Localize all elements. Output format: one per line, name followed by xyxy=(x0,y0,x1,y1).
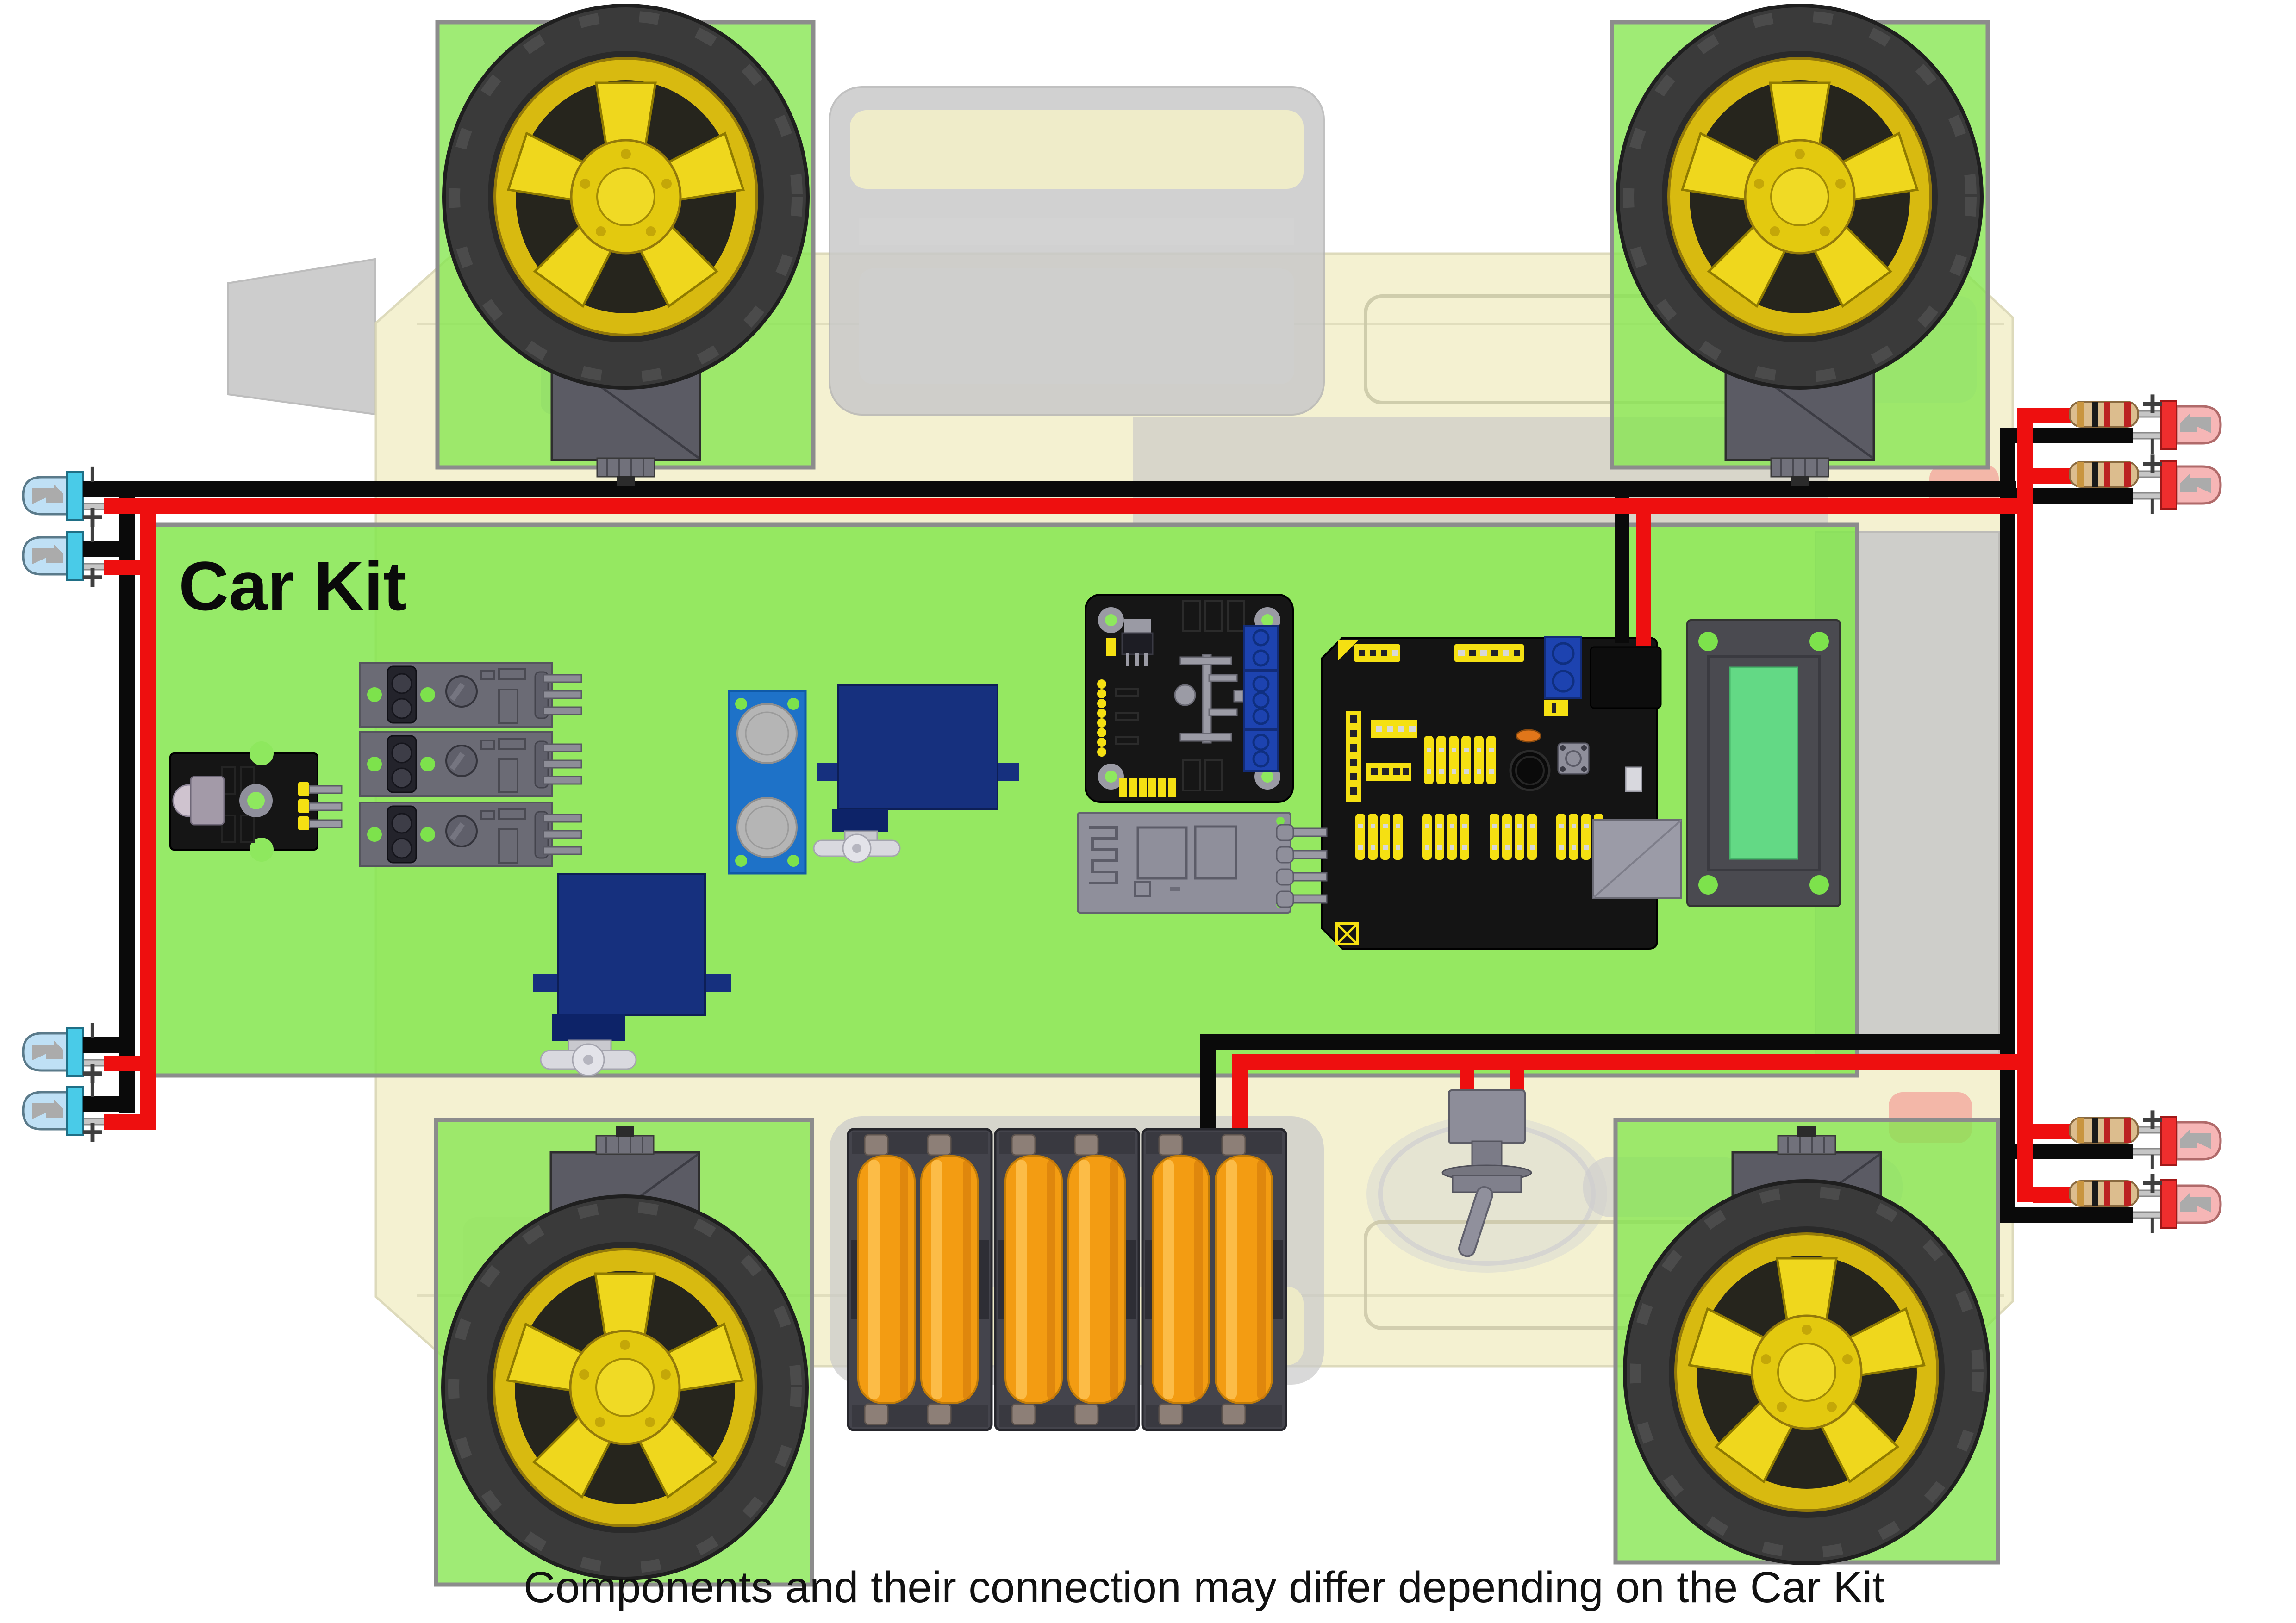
wire-black-battery xyxy=(1200,1041,1216,1138)
line-tracking-sensor-2 xyxy=(359,731,582,797)
page-title: Car Kit xyxy=(179,547,406,625)
bluetooth-module xyxy=(1077,812,1328,914)
plus-label: + xyxy=(82,557,104,598)
wire-black-bottom-bus xyxy=(1200,1034,2015,1050)
line-tracking-sensor-1 xyxy=(359,662,582,728)
switch-lever-icon xyxy=(1458,1186,1494,1257)
wire-red-top-bus xyxy=(104,498,2033,514)
battery-holder-3 xyxy=(1142,1129,1286,1430)
driver-bottom-pin-header xyxy=(1119,778,1176,797)
minus-label: − xyxy=(2136,1217,2169,1234)
heatsink-icon xyxy=(1174,654,1244,744)
plus-label: + xyxy=(2142,1099,2164,1140)
minus-label: − xyxy=(76,1081,109,1098)
wire-black-top-bus xyxy=(83,481,2016,497)
wire-black-right-vertical xyxy=(2000,428,2015,1223)
arduino-terminal-block xyxy=(1544,636,1582,699)
resistor-rear-2 xyxy=(2069,1180,2139,1207)
motor-driver-board xyxy=(1085,594,1294,803)
driver-left-pin-header xyxy=(1097,679,1106,757)
battery-holder-2 xyxy=(995,1129,1139,1430)
plus-label: + xyxy=(82,497,104,538)
minus-label: − xyxy=(2136,1153,2169,1170)
plus-label: + xyxy=(2142,1163,2164,1204)
arduino-board xyxy=(1321,636,1682,950)
arduino-bottom-headers xyxy=(1355,814,1603,860)
battery-holder-1 xyxy=(848,1129,992,1430)
resistor-front-2 xyxy=(2069,461,2139,488)
wire-red-battery xyxy=(1232,1062,1248,1138)
servo-motor-2 xyxy=(533,873,731,1076)
bluetooth-pins xyxy=(1276,824,1328,908)
servo-motor-1 xyxy=(813,684,1019,863)
plus-label: + xyxy=(82,1112,104,1153)
wire-black-arduino xyxy=(1615,491,1629,643)
minus-label: − xyxy=(76,466,109,483)
plus-label: + xyxy=(82,1053,104,1094)
black-wires xyxy=(83,428,2133,1223)
red-wires xyxy=(104,408,2077,1203)
barrel-jack-icon xyxy=(1590,646,1662,709)
lcd-screen xyxy=(1729,666,1798,860)
minus-label: − xyxy=(76,526,109,543)
driver-terminal-blocks xyxy=(1243,625,1279,772)
wire-red-arduino xyxy=(1636,507,1651,646)
arduino-center-headers xyxy=(1424,736,1496,784)
antenna-trace-icon xyxy=(1089,826,1118,884)
ir-receiver-module xyxy=(169,741,343,862)
chassis-front-bumper xyxy=(227,258,376,416)
wire-red-bottom-bus xyxy=(1232,1054,2033,1070)
wire-black-left-vertical xyxy=(119,481,135,1113)
lcd-display xyxy=(1686,619,1841,907)
voltage-regulator-icon xyxy=(1121,632,1154,655)
minus-label: − xyxy=(2136,437,2169,454)
minus-label: − xyxy=(2136,497,2169,515)
battery-pack xyxy=(848,1129,1286,1430)
power-toggle-switch xyxy=(1441,1089,1532,1257)
caption: Components and their connection may diff… xyxy=(524,1563,1884,1612)
arduino-top-headers xyxy=(1354,644,1524,662)
resistor-front-1 xyxy=(2069,401,2139,428)
ultrasonic-sensor xyxy=(728,690,807,875)
wire-red-right-vertical xyxy=(2017,408,2033,1202)
plus-label: + xyxy=(2142,383,2164,424)
plus-label: + xyxy=(2142,443,2164,485)
minus-label: − xyxy=(76,1022,109,1039)
wire-red-left-vertical xyxy=(140,498,156,1130)
polarity-markers: − + − + − + − + + − + − + − + − xyxy=(76,383,2169,1234)
ir-receiver-pins xyxy=(298,782,343,830)
line-tracking-sensor-3 xyxy=(359,802,582,867)
resistor-rear-1 xyxy=(2069,1117,2139,1144)
power-led-icon xyxy=(1516,729,1541,743)
reset-button xyxy=(1557,742,1590,775)
